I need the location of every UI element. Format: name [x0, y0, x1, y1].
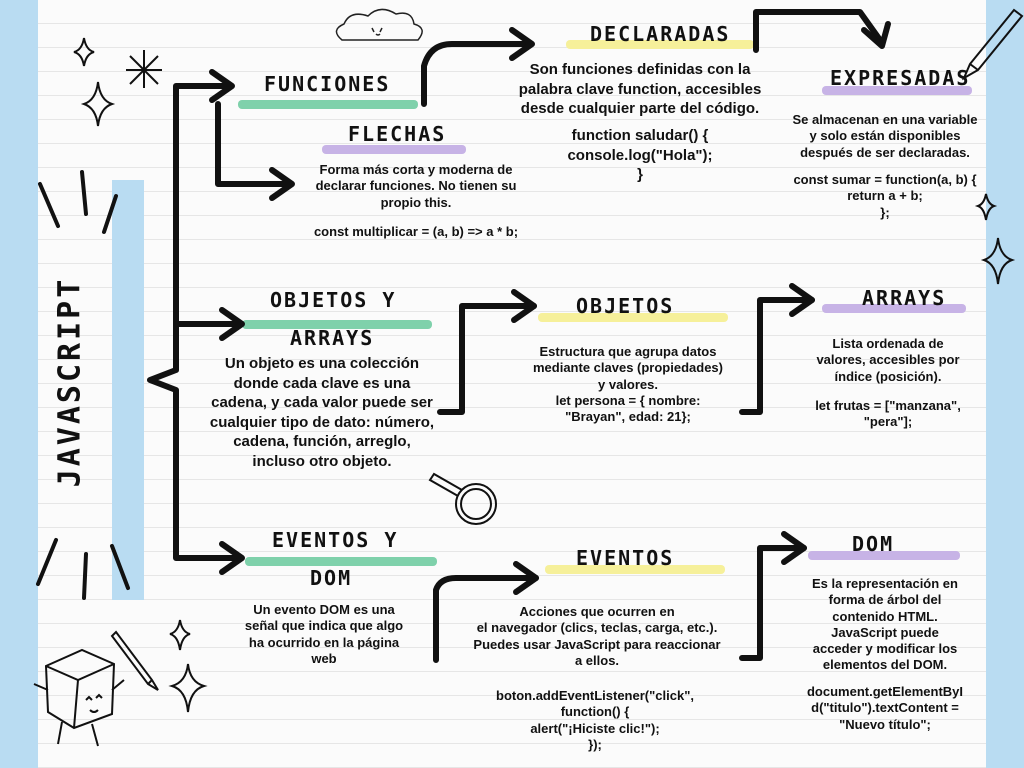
pencil-icon — [961, 8, 1024, 81]
expresadas-description: Se almacenan en una variable y solo está… — [792, 112, 978, 160]
dom-connector — [739, 545, 807, 661]
dom-description: Es la representación en forma de árbol d… — [812, 576, 958, 673]
sparkle-icon — [974, 193, 998, 221]
declaradas-title: DECLARADAS — [590, 22, 731, 46]
sparkle-icon — [80, 81, 116, 127]
objetos-arrays-title-line1: OBJETOS Y — [270, 288, 397, 312]
arrays-title: ARRAYS — [862, 286, 947, 310]
dom-code: document.getElementByI d("titulo").textC… — [806, 684, 964, 732]
eventos-title: EVENTOS — [576, 546, 675, 570]
sparkle-icon — [73, 37, 95, 67]
flechas-code: const multiplicar = (a, b) => a * b; — [313, 224, 519, 239]
arrays-description: Lista ordenada de valores, accesibles po… — [816, 336, 960, 384]
declaradas-highlight — [566, 40, 754, 49]
objetos-title: OBJETOS — [576, 294, 675, 318]
arrays-code: let frutas = ["manzana", "pera"]; — [815, 398, 961, 430]
flechas-title: FLECHAS — [348, 122, 447, 146]
eventos-description: Acciones que ocurren en el navegador (cl… — [473, 604, 721, 668]
cube-character-icon — [33, 648, 125, 747]
objetos-arrays-description: Un objeto es una colección donde cada cl… — [209, 355, 435, 470]
title-dashes — [36, 170, 130, 600]
objetos-arrays-title-line2: ARRAYS — [290, 326, 375, 350]
declaradas-connector — [421, 41, 533, 107]
arrays-connector — [739, 297, 815, 415]
sparkle-icon — [168, 663, 208, 713]
expresadas-code: const sumar = function(a, b) { return a … — [793, 172, 977, 220]
expresadas-highlight — [822, 86, 972, 95]
magnifier-icon — [428, 472, 497, 525]
objetos-connector — [437, 303, 537, 415]
main-brace — [147, 83, 243, 561]
flechas-description: Forma más corta y moderna de declarar fu… — [315, 162, 517, 210]
funciones-title: FUNCIONES — [264, 72, 391, 96]
objetos-highlight — [538, 313, 728, 322]
sparkle-icon — [169, 619, 191, 651]
objetos-arrays-highlight — [242, 320, 432, 329]
dom-title: DOM — [852, 532, 895, 556]
right-blue-strip — [986, 0, 1024, 768]
eventos-dom-description: Un evento DOM es una señal que indica qu… — [244, 602, 404, 666]
cloud-icon — [335, 8, 423, 41]
left-blue-strip — [0, 0, 38, 768]
title-blue-strip — [112, 180, 144, 600]
eventos-dom-highlight — [245, 557, 437, 566]
eventos-highlight — [545, 565, 725, 574]
funciones-highlight — [238, 100, 418, 109]
dom-highlight — [808, 551, 960, 560]
arrays-highlight — [822, 304, 966, 313]
eventos-dom-title-line1: EVENTOS Y — [272, 528, 399, 552]
sparkle-icon — [980, 237, 1016, 285]
eventos-code: boton.addEventListener("click", function… — [496, 688, 694, 752]
objetos-description: Estructura que agrupa datos mediante cla… — [532, 344, 723, 424]
star-doodle-icon — [126, 50, 162, 88]
expresadas-title: EXPRESADAS — [830, 66, 971, 90]
flechas-highlight — [322, 145, 466, 154]
pencil-icon — [110, 630, 159, 691]
eventos-connector — [433, 575, 539, 663]
expresadas-connector — [753, 9, 883, 53]
declaradas-code: function saludar() { console.log("Hola")… — [567, 127, 713, 183]
declaradas-description: Son funciones definidas con la palabra c… — [518, 61, 762, 117]
flechas-connector — [215, 101, 293, 187]
eventos-dom-title-line2: DOM — [310, 566, 353, 590]
main-title: JAVASCRIPT — [52, 276, 88, 488]
